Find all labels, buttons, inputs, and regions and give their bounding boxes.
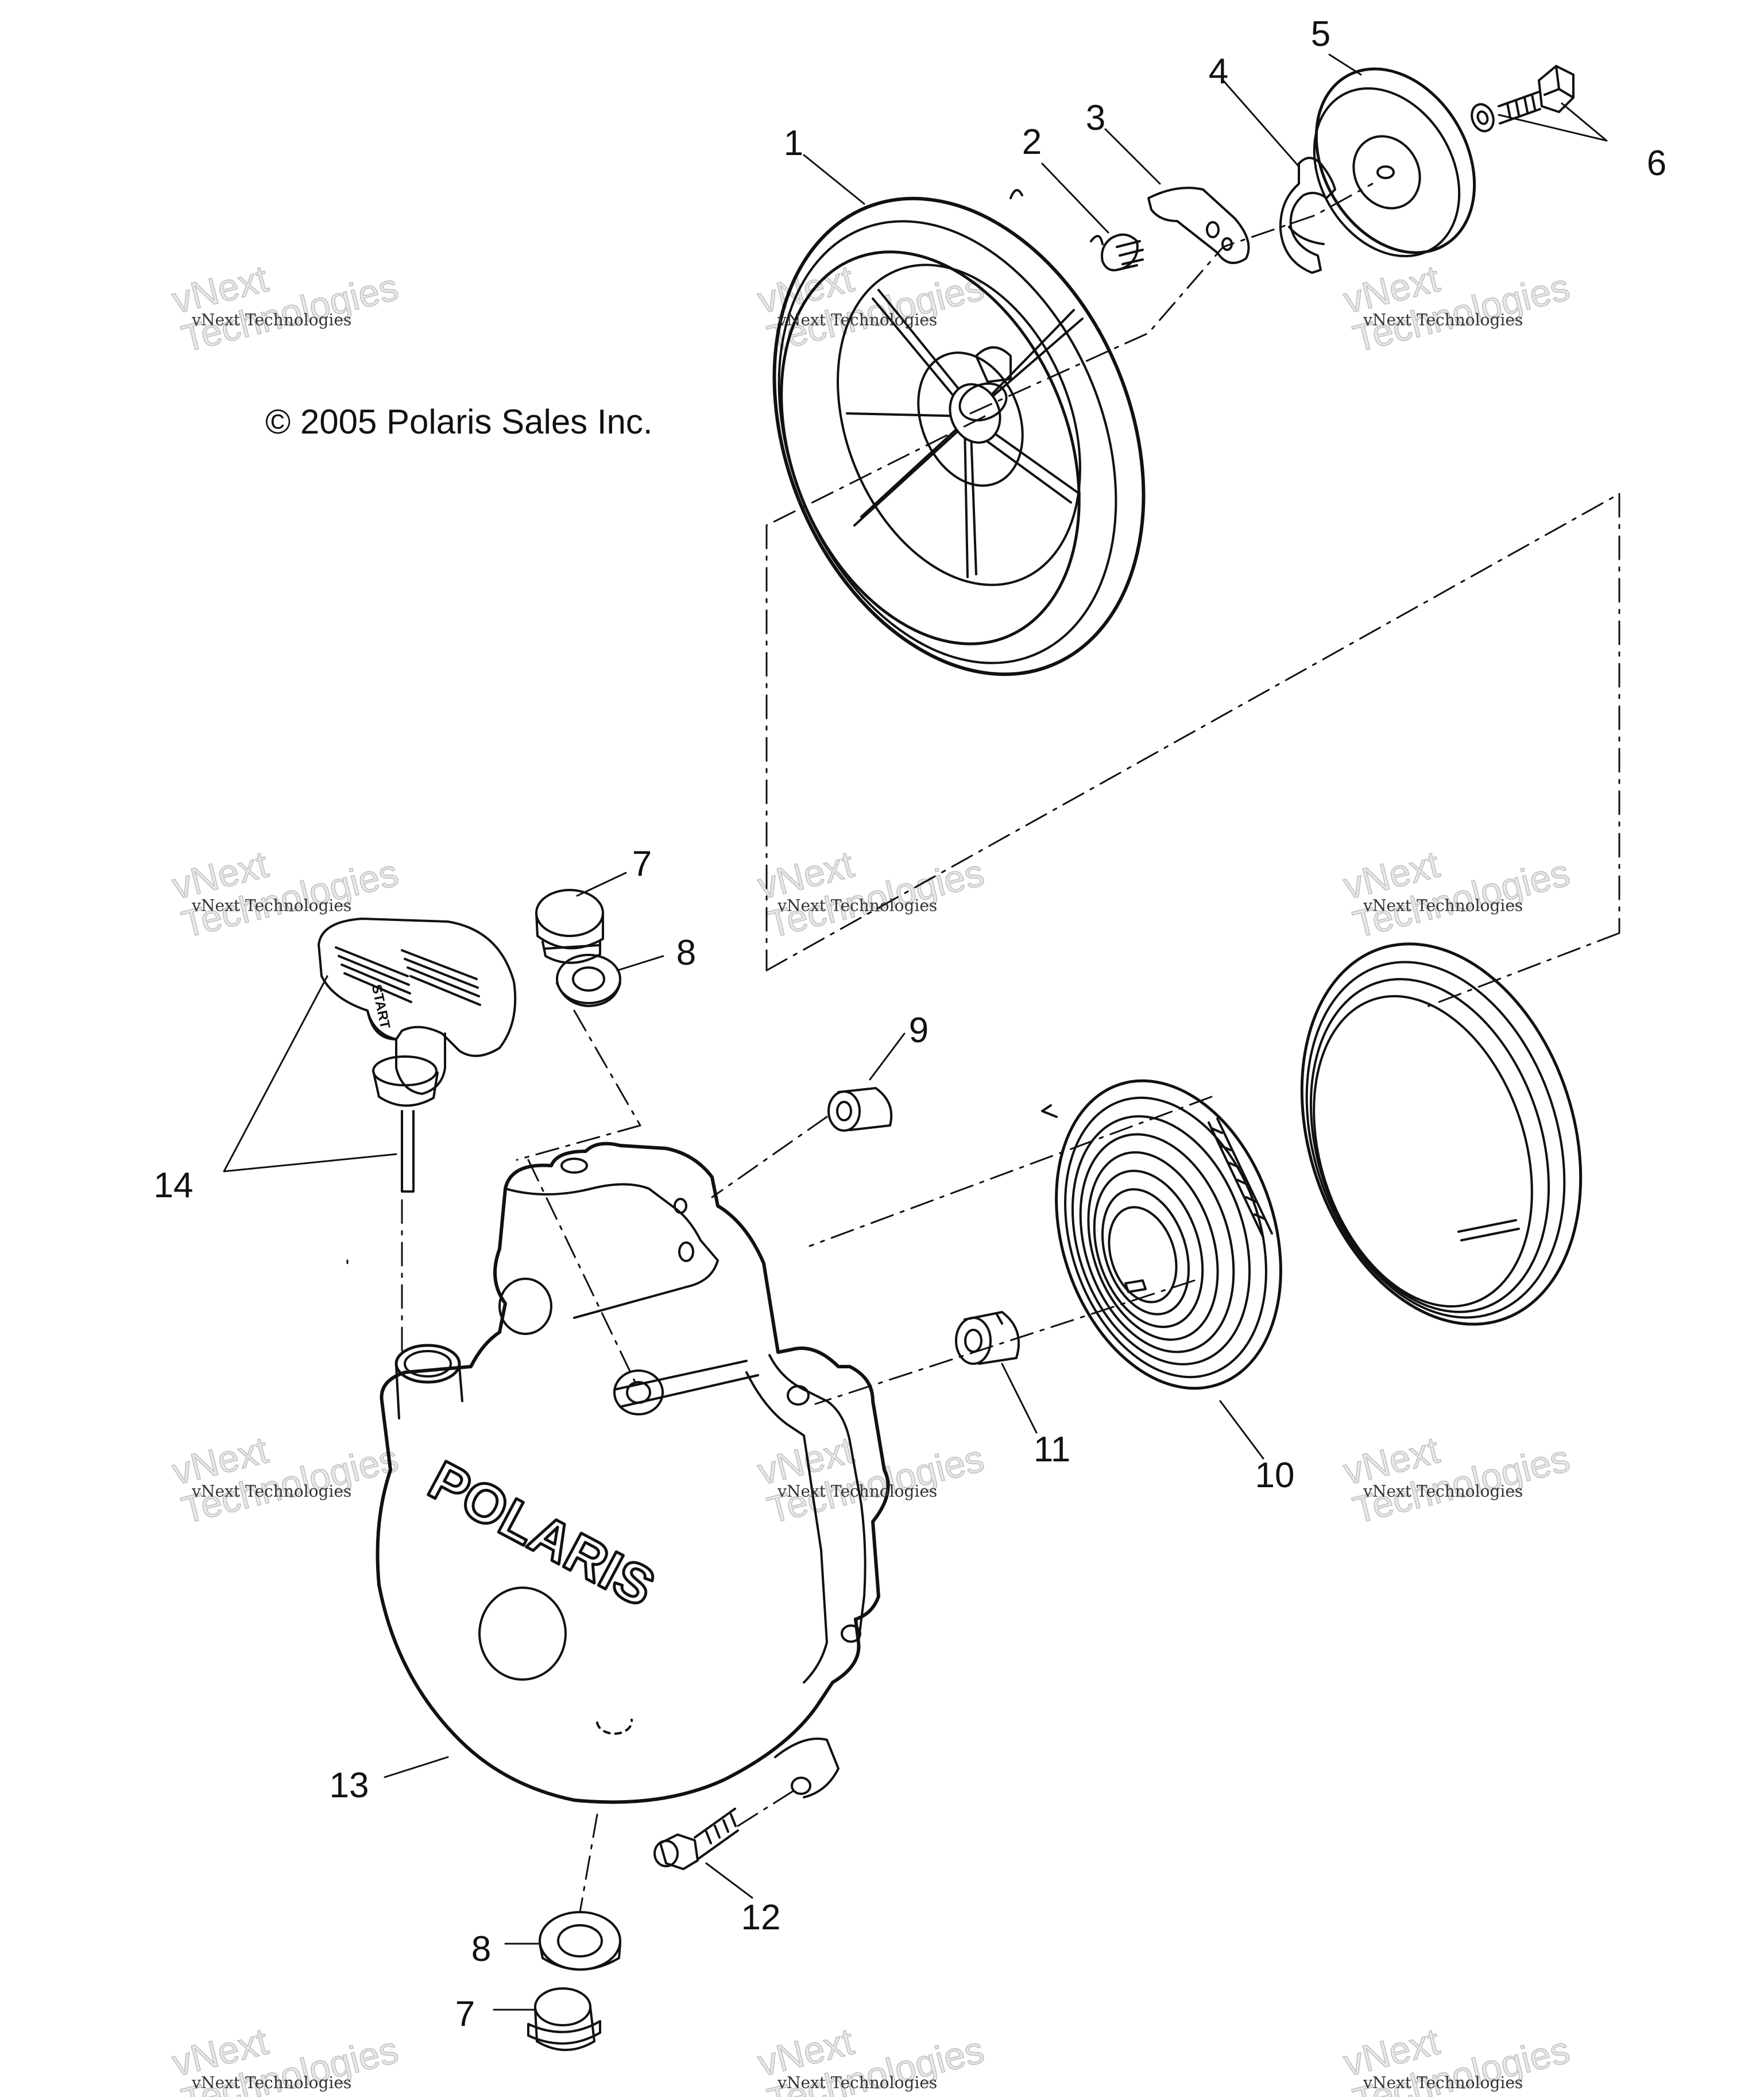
callout-6: 6: [1646, 144, 1667, 183]
callout-3: 3: [1085, 98, 1106, 138]
part-7-plug-lower: [527, 1987, 601, 2051]
part-10-recoil-spring: [1041, 1079, 1282, 1390]
part-2-spring: [1101, 233, 1144, 272]
part-12-bolt: [653, 1808, 739, 1870]
callout-1: 1: [783, 123, 804, 163]
part-11-bushing: [955, 1311, 1020, 1365]
leader-lines: [223, 53, 1620, 2011]
callout-13: 13: [329, 1766, 369, 1805]
callout-14: 14: [153, 1166, 194, 1205]
part-8-washer-upper: [556, 954, 621, 1007]
part-14-handle: [318, 918, 517, 1193]
part-5-plate: [1313, 67, 1476, 258]
callout-9: 9: [908, 1011, 929, 1050]
callout-10: 10: [1255, 1456, 1295, 1495]
callout-2: 2: [1022, 122, 1042, 162]
starter-rope-coil: [1208, 942, 1583, 1326]
part-13-cover: POLARIS: [376, 1142, 890, 1804]
callout-7-upper: 7: [632, 844, 652, 884]
part-8-washer-lower: [539, 1911, 621, 1971]
callout-11: 11: [1033, 1430, 1071, 1469]
part-6-bolt-washer: [1471, 65, 1575, 133]
part-1-pulley: [772, 189, 1146, 676]
callout-12: 12: [741, 1898, 781, 1937]
part-7-plug-upper: [535, 889, 604, 964]
copyright-notice: © 2005 Polaris Sales Inc.: [265, 403, 653, 441]
part-4-retainer-clip: [1279, 157, 1336, 274]
callout-7-lower: 7: [455, 1994, 475, 2034]
part-9-bushing: [827, 1087, 893, 1132]
callout-5: 5: [1310, 14, 1331, 54]
callout-4: 4: [1208, 52, 1229, 91]
part-3-pawl: [1147, 187, 1250, 264]
callout-8-lower: 8: [471, 1929, 492, 1969]
callout-8-upper: 8: [676, 933, 697, 973]
